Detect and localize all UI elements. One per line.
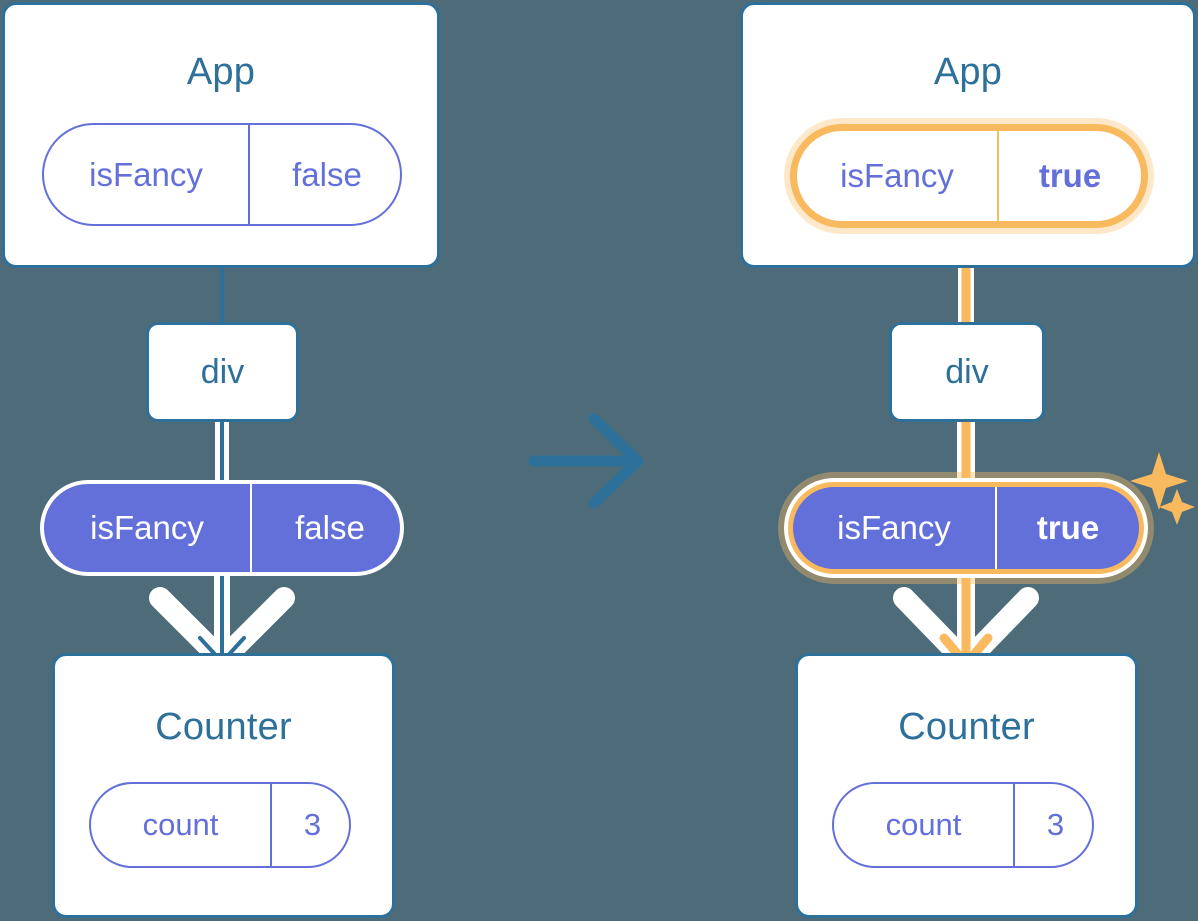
counter-state-pill-after[interactable]: count 3 [832,782,1094,868]
prop-key-after: isFancy [837,509,951,546]
prop-pill-before[interactable]: isFancy false [40,480,404,576]
counter-card-title-after: Counter [898,706,1035,748]
app-state-pill-before[interactable]: isFancy false [42,123,402,226]
app-state-value-after: true [997,131,1141,221]
sparkle-small-icon-2 [1159,489,1195,525]
app-card-title-after: App [933,51,1003,93]
app-state-pill-after[interactable]: isFancy true [790,124,1148,228]
prop-key-before: isFancy [90,509,204,546]
app-state-key-after: isFancy [840,157,954,194]
transition-arrow-icon [528,413,644,509]
counter-state-value-after: 3 [1013,784,1096,866]
counter-state-key-before: count [142,807,219,842]
div-node-after: div [889,322,1045,422]
app-state-key-before: isFancy [89,155,203,193]
counter-card-title-before: Counter [155,706,292,748]
div-node-label-before: div [200,352,245,391]
counter-state-value-before: 3 [270,784,353,866]
prop-value-after: true [995,487,1139,569]
div-node-label-after: div [945,352,989,391]
app-card-title-before: App [186,51,256,93]
prop-pill-after[interactable]: isFancy true [788,482,1144,574]
sparkle-large-icon-2 [1130,452,1188,510]
prop-value-before: false [250,484,408,572]
counter-state-pill-before[interactable]: count 3 [89,782,351,868]
counter-state-key-after: count [885,807,962,842]
div-node-before: div [146,322,299,422]
app-state-value-before: false [248,125,404,224]
